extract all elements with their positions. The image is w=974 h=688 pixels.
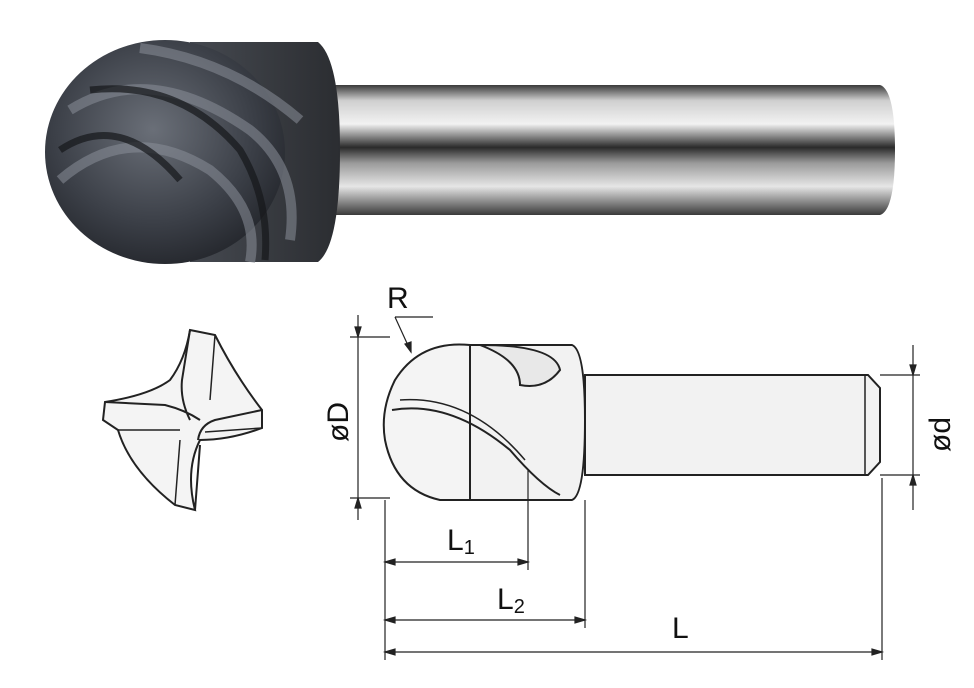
end-view — [101, 328, 263, 512]
neck-outline — [469, 344, 587, 501]
l1-letter: L — [447, 524, 464, 557]
l1-label: L1 — [447, 524, 475, 559]
l1-subscript: 1 — [464, 537, 475, 559]
dimension-lines — [350, 315, 920, 660]
overall-length-label: L — [672, 612, 689, 645]
shank-diameter-label: ød — [924, 417, 957, 452]
radius-label: R — [387, 282, 409, 315]
head-diameter-label: øD — [322, 402, 355, 442]
shank-photo — [330, 85, 895, 215]
l2-subscript: 2 — [514, 596, 525, 618]
shank-diameter-letter: d — [924, 417, 957, 434]
tool-photo — [45, 40, 895, 264]
diameter-symbol: ø — [924, 434, 957, 452]
head-diameter-letter: D — [322, 402, 355, 424]
l2-letter: L — [497, 583, 514, 616]
diameter-symbol: ø — [322, 424, 355, 442]
svg-text:øD: øD — [322, 402, 355, 442]
svg-text:ød: ød — [924, 417, 957, 452]
l2-label: L2 — [497, 583, 525, 618]
ball-outline — [382, 343, 471, 501]
side-view — [382, 343, 881, 501]
shank-outline — [584, 374, 881, 476]
